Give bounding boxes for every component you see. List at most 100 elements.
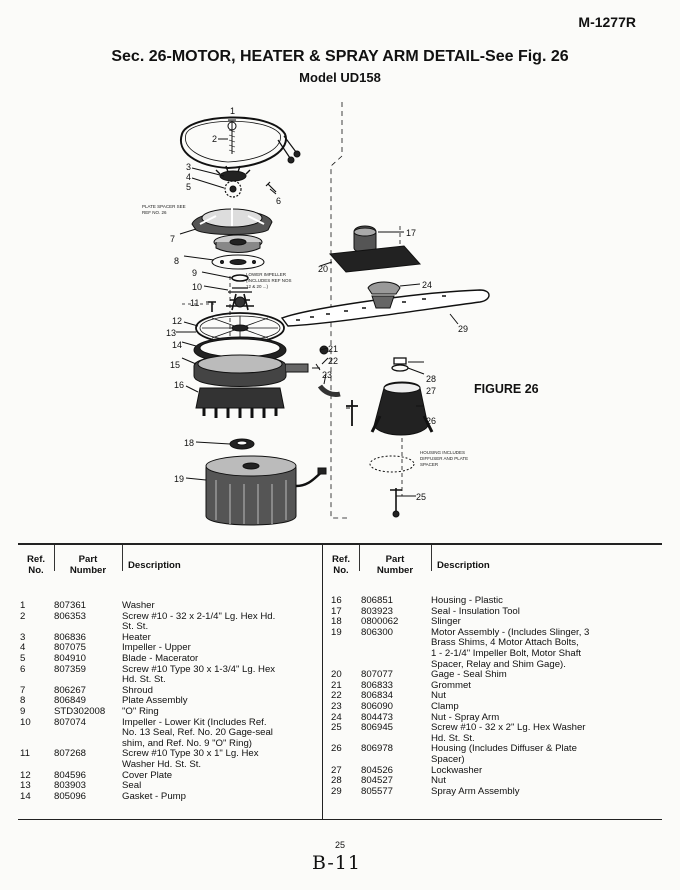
callout-11: 11 bbox=[190, 298, 199, 308]
description-cell: Seal - Insulation Tool bbox=[431, 605, 520, 617]
ref-cell: 17 bbox=[331, 605, 342, 617]
header-description: Description bbox=[128, 559, 181, 571]
callout-6: 6 bbox=[276, 196, 281, 206]
description-cell: Screw #10 - 32 x 2-1/4" Lg. Hex Hd. St. … bbox=[122, 610, 276, 633]
description-cell: "O" Ring bbox=[122, 705, 159, 717]
description-cell: Screw #10 Type 30 x 1" Lg. Hex Washer Hd… bbox=[122, 748, 259, 770]
description-cell: Housing - Plastic bbox=[431, 595, 503, 606]
part-number-cell: 806849 bbox=[54, 695, 87, 707]
description-cell: Plate Assembly bbox=[122, 695, 188, 707]
ref-cell: 8 bbox=[20, 695, 26, 707]
description-cell: Nut - Spray Arm bbox=[431, 711, 500, 723]
model-subtitle: Model UD158 bbox=[299, 70, 381, 85]
ref-cell: 6 bbox=[20, 663, 26, 675]
note-lower-impeller-2: (INCLUDES REF NOS bbox=[246, 278, 292, 283]
callout-16: 16 bbox=[174, 380, 184, 390]
ref-cell: 19 bbox=[331, 626, 342, 638]
note-plate-spacer-2: REF NO. 26 bbox=[142, 210, 167, 215]
nut-part bbox=[393, 357, 407, 365]
description-cell: Washer bbox=[122, 600, 155, 611]
callout-14: 14 bbox=[172, 340, 182, 350]
description-cell: Screw #10 Type 30 x 1-3/4" Lg. Hex Hd. S… bbox=[122, 663, 276, 686]
ref-cell: 20 bbox=[331, 669, 342, 681]
ref-cell: 16 bbox=[331, 595, 342, 606]
heater-part bbox=[179, 116, 287, 170]
part-number-cell: 806353 bbox=[54, 610, 87, 622]
part-number-cell: 803923 bbox=[361, 605, 394, 617]
note-housing-2: DIFFUSER AND PLATE bbox=[420, 456, 468, 461]
callout-18: 18 bbox=[184, 438, 194, 448]
part-number-cell: 806851 bbox=[361, 595, 394, 606]
callout-4: 4 bbox=[186, 172, 191, 182]
description-cell: Lockwasher bbox=[431, 764, 483, 776]
exploded-parts-diagram: 1 2 3 4 5 6 7 8 9 10 11 12 13 14 15 16 1… bbox=[142, 102, 539, 526]
part-number-cell: 804910 bbox=[54, 652, 87, 664]
ref-cell: 4 bbox=[20, 642, 26, 654]
page-number: 25 bbox=[334, 840, 345, 850]
part-number-cell: 807075 bbox=[54, 642, 87, 654]
part-number-cell: 806833 bbox=[361, 679, 394, 691]
callout-28: 28 bbox=[426, 374, 436, 384]
spray-arm-nut-part bbox=[367, 281, 401, 295]
part-number-cell: 804473 bbox=[361, 711, 394, 723]
screw-part bbox=[228, 119, 236, 154]
ref-cell: 5 bbox=[20, 652, 26, 664]
ref-cell: 9 bbox=[20, 705, 26, 717]
ref-cell: 23 bbox=[331, 700, 342, 712]
ref-cell: 11 bbox=[20, 748, 30, 760]
callout-26: 26 bbox=[426, 416, 436, 426]
description-cell: Seal bbox=[122, 780, 142, 792]
part-number-cell: 806978 bbox=[361, 743, 394, 755]
callout-22: 22 bbox=[328, 356, 338, 366]
ref-cell: 29 bbox=[331, 785, 342, 797]
part-number-cell: 806090 bbox=[361, 700, 394, 712]
part-number-cell: 807268 bbox=[54, 748, 87, 760]
handwritten-note: B-11 bbox=[312, 852, 361, 874]
header-ref: Ref. No. bbox=[331, 554, 351, 576]
part-number-cell: 805577 bbox=[361, 785, 394, 797]
callout-27: 27 bbox=[426, 386, 436, 396]
callout-13: 13 bbox=[166, 328, 176, 338]
part-number-cell: 804527 bbox=[361, 775, 394, 787]
part-number-cell: 805096 bbox=[54, 790, 87, 802]
description-cell: Gage - Seal Shim bbox=[431, 669, 507, 681]
callout-2: 2 bbox=[212, 134, 217, 144]
description-cell: Cover Plate bbox=[122, 769, 173, 781]
callout-12: 12 bbox=[172, 316, 182, 326]
table-row: 8 806849 Plate Assembly bbox=[18, 696, 320, 707]
callout-19: 19 bbox=[174, 474, 184, 484]
plate-part bbox=[211, 254, 265, 270]
description-cell: Impeller - Lower Kit (Includes Ref. No. … bbox=[122, 716, 273, 749]
ref-cell: 26 bbox=[331, 743, 342, 755]
ref-cell: 22 bbox=[331, 690, 342, 702]
clamp-part bbox=[312, 363, 321, 371]
part-number-cell: 804526 bbox=[361, 764, 394, 776]
callout-7: 7 bbox=[170, 234, 175, 244]
note-housing-1: HOUSING INCLUDES bbox=[420, 450, 465, 455]
lower-housing-part bbox=[195, 387, 285, 409]
header-part-number: Part Number bbox=[376, 554, 414, 576]
note-housing-3: SPACER bbox=[420, 462, 439, 467]
description-cell: Motor Assembly - (Includes Slinger, 3 Br… bbox=[431, 626, 590, 670]
description-cell: Screw #10 - 32 x 2" Lg. Hex Washer Hd. S… bbox=[431, 722, 586, 744]
description-cell: Heater bbox=[122, 631, 151, 643]
description-cell: Grommet bbox=[431, 679, 471, 691]
upper-impeller-part bbox=[219, 170, 247, 182]
table-row: 16 806851 Housing - Plastic bbox=[323, 595, 662, 607]
rows-right: 16 806851 Housing - Plastic 17 803923 Seal - … bbox=[323, 595, 662, 797]
part-number-cell: STD302008 bbox=[54, 705, 106, 717]
